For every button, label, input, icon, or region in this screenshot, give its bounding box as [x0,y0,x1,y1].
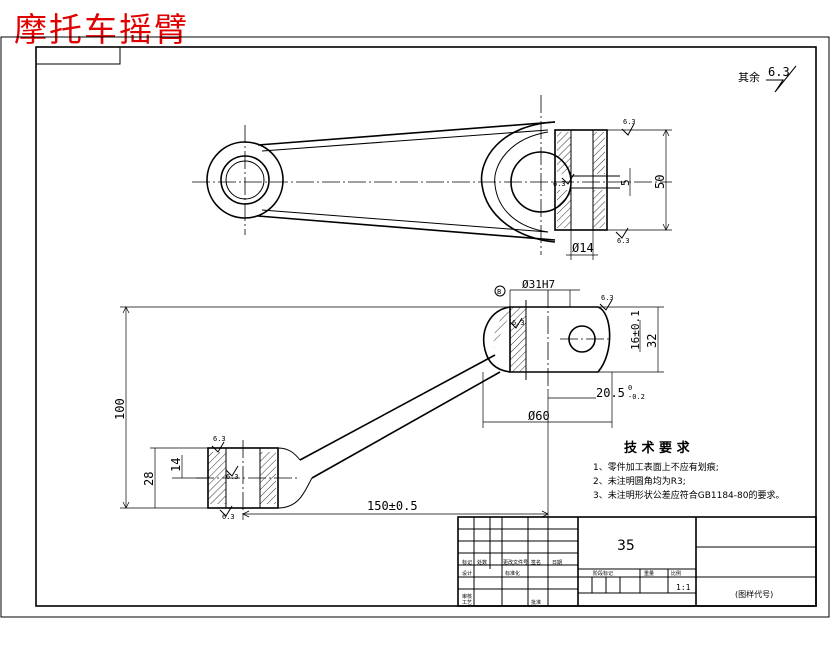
svg-text:6.3: 6.3 [623,118,636,126]
roughness-symbol-front-1: 6.3 [599,294,614,311]
inner-border [35,46,817,607]
svg-text:6.3: 6.3 [617,237,630,245]
dim-20-5: 20.5 [596,386,625,400]
svg-text:6.3: 6.3 [213,435,226,443]
svg-text:6.3: 6.3 [512,319,525,327]
roughness-symbol-top-2: 6.3 [553,173,575,188]
svg-text:工艺: 工艺 [462,600,472,606]
svg-text:批准: 批准 [531,599,541,606]
svg-text:6.3: 6.3 [553,180,566,188]
dim-phi31h7: Ø31H7 [522,278,555,291]
svg-text:6.3: 6.3 [226,473,239,481]
dim-150: 150±0.5 [367,499,418,513]
outer-border [0,36,830,618]
drawing-number-box [35,46,121,65]
svg-text:标记: 标记 [462,559,472,566]
roughness-note-value: 6.3 [768,65,790,79]
svg-text:重量: 重量 [644,570,654,577]
roughness-symbol-front-4: 6.3 [225,465,239,481]
dim-16: 16±0.1 [629,310,642,350]
dim-50: 50 [653,175,667,189]
svg-text:6.3: 6.3 [222,513,235,521]
svg-text:日期: 日期 [552,560,562,566]
dim-phi60: Ø60 [528,409,550,423]
tech-req-item-1: 1、零件加工表面上不应有划痕; [593,461,719,473]
tech-req-item-3: 3、未注明形状公差应符合GB1184-80的要求。 [593,489,784,501]
datum-circle [494,285,506,297]
front-view: 100 28 14 150±0.5 Ø60 20.5 0 -0.2 Ø31H7 … [113,278,664,521]
material-label: 35 [617,538,635,554]
svg-text:审核: 审核 [462,593,472,600]
svg-text:处数: 处数 [477,559,487,566]
svg-text:设计: 设计 [462,570,472,577]
roughness-symbol-front-3: 6.3 [211,435,226,453]
title-block: 标记 处数 更改文件号 签名 日期 设计 标准化 审核 工艺 批准 阶段标记 重… [457,516,817,607]
svg-text:标准化: 标准化 [505,570,520,577]
roughness-symbol-front-2: 6.3 [509,317,525,329]
tech-req-heading: 技 术 要 求 [624,440,691,456]
left-boss-bore [220,155,270,205]
dim-100: 100 [113,398,127,420]
roughness-symbol-top-3: 6.3 [615,227,630,245]
dim-20-5-lower: -0.2 [628,393,645,401]
top-view: 50 5 Ø14 6.3 6.3 6.3 [192,95,672,260]
drawing-title: 摩托车摇臂 [14,10,189,49]
svg-text:6.3: 6.3 [601,294,614,302]
datum-label: B [497,288,501,296]
dim-14: 14 [169,458,183,472]
roughness-symbol-front-5: 6.3 [219,505,235,521]
left-boss-outer [206,141,284,219]
dim-20-5-upper: 0 [628,384,632,392]
roughness-symbol-top-1: 6.3 [621,118,636,136]
svg-text:更改文件号: 更改文件号 [503,559,528,566]
technical-requirements: 技 术 要 求 1、零件加工表面上不应有划痕; 2、未注明圆角均为R3; 3、未… [593,440,784,501]
dim-5: 5 [619,179,632,186]
tech-req-item-2: 2、未注明圆角均为R3; [593,475,686,487]
dim-28: 28 [142,472,156,486]
general-roughness-note: 其余 6.3 [738,65,797,93]
scale-label: 1:1 [676,583,691,592]
svg-text:比例: 比例 [671,570,681,577]
roughness-note-label: 其余 [738,70,760,84]
drawing-code-label: (图样代号) [735,589,773,599]
dim-phi14: Ø14 [572,241,594,255]
svg-text:阶段标记: 阶段标记 [593,570,613,577]
dim-32: 32 [645,334,659,348]
svg-text:签名: 签名 [531,559,541,566]
